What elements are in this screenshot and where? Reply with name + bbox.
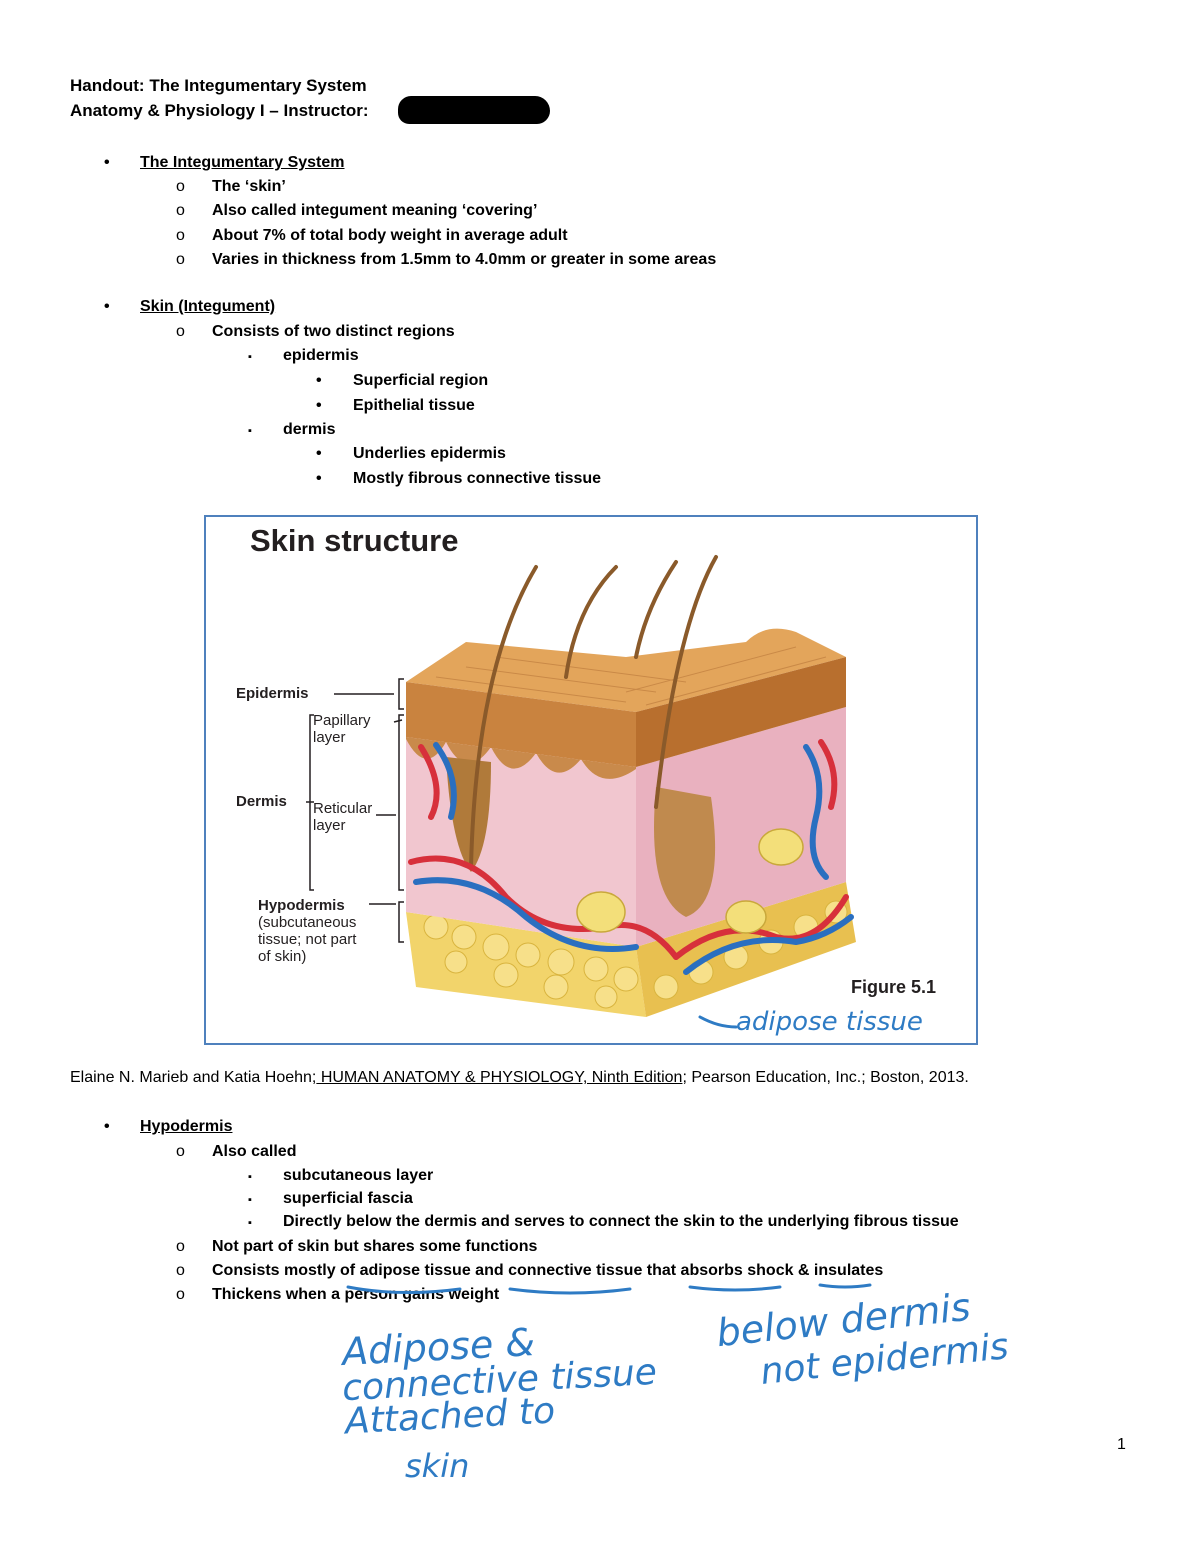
figure-caption: Figure 5.1 [851, 977, 937, 997]
bullet: • [316, 397, 322, 414]
list-item: Not part of skin but shares some functio… [212, 1238, 538, 1255]
list-item: Also called integument meaning ‘covering… [212, 202, 538, 219]
bullet: o [176, 251, 185, 268]
list-item: superficial fascia [283, 1190, 413, 1207]
figure-title: Skin structure [250, 523, 459, 558]
label-epidermis: Epidermis [236, 685, 309, 702]
bullet: o [176, 178, 185, 195]
list-item: Thickens when a person gains weight [212, 1286, 500, 1303]
bullet: o [176, 1262, 185, 1279]
list-item: subcutaneous layer [283, 1167, 434, 1184]
bullet: • [104, 298, 110, 315]
list-item-epidermis: epidermis [283, 347, 359, 364]
list-item: Also called [212, 1143, 297, 1160]
handwritten-underlines [346, 1283, 872, 1295]
skin-illustration [306, 555, 856, 1017]
page-number: 1 [1117, 1436, 1126, 1453]
citation: Elaine N. Marieb and Katia Hoehn; HUMAN … [70, 1068, 969, 1088]
section-heading-skin: Skin (Integument) [140, 298, 276, 315]
bullet: o [176, 323, 185, 340]
label-papillary: Papillary [313, 712, 371, 729]
bullet: • [104, 1118, 110, 1135]
citation-authors: Elaine N. Marieb and Katia Hoehn; [70, 1069, 317, 1086]
label-hypodermis-note: tissue; not part [258, 931, 357, 948]
list-item: Consists of two distinct regions [212, 323, 455, 340]
annotation-arrow-icon [698, 1015, 738, 1029]
handout-title: Handout: The Integumentary System [70, 76, 367, 95]
list-item: Consists mostly of adipose tissue and co… [212, 1262, 884, 1279]
bullet: • [316, 372, 322, 389]
list-item: Directly below the dermis and serves to … [283, 1213, 959, 1230]
label-reticular: Reticular [313, 800, 373, 817]
bullet: o [176, 202, 185, 219]
bullet: • [104, 154, 110, 171]
bullet: o [176, 1143, 185, 1160]
section-heading-hypodermis: Hypodermis [140, 1118, 233, 1135]
skin-structure-figure: Skin structure [204, 515, 978, 1045]
list-item-dermis: dermis [283, 421, 336, 438]
bullet: ▪ [248, 425, 252, 437]
list-item: Mostly fibrous connective tissue [353, 470, 602, 487]
section-heading-integumentary: The Integumentary System [140, 154, 345, 171]
label-hypodermis-note: (subcutaneous [258, 914, 357, 931]
bullet: ▪ [248, 1171, 252, 1183]
label-dermis: Dermis [236, 793, 287, 810]
list-item: The ‘skin’ [212, 178, 286, 195]
list-item: Epithelial tissue [353, 397, 475, 414]
handwritten-note-left: skin [405, 1447, 470, 1485]
handwritten-annotation-adipose: adipose tissue [736, 1007, 923, 1037]
citation-publisher: ; Pearson Education, Inc.; Boston, 2013. [682, 1069, 969, 1086]
label-reticular-layer: layer [313, 817, 346, 834]
list-item: Varies in thickness from 1.5mm to 4.0mm … [212, 251, 717, 268]
list-item: Underlies epidermis [353, 445, 506, 462]
course-line: Anatomy & Physiology I – Instructor: [70, 101, 369, 120]
list-item: About 7% of total body weight in average… [212, 227, 568, 244]
bullet: • [316, 445, 322, 462]
bullet: ▪ [248, 1194, 252, 1206]
bullet: • [316, 470, 322, 487]
label-hypodermis: Hypodermis [258, 897, 345, 914]
bullet: o [176, 1238, 185, 1255]
list-item: Superficial region [353, 372, 489, 389]
bullet: ▪ [248, 351, 252, 363]
citation-book: HUMAN ANATOMY & PHYSIOLOGY, Ninth Editio… [316, 1069, 683, 1086]
bullet: o [176, 227, 185, 244]
label-papillary-layer: layer [313, 729, 346, 746]
bullet: o [176, 1286, 185, 1303]
bullet: ▪ [248, 1217, 252, 1229]
label-hypodermis-note: of skin) [258, 948, 307, 965]
redaction-mark [398, 96, 550, 124]
